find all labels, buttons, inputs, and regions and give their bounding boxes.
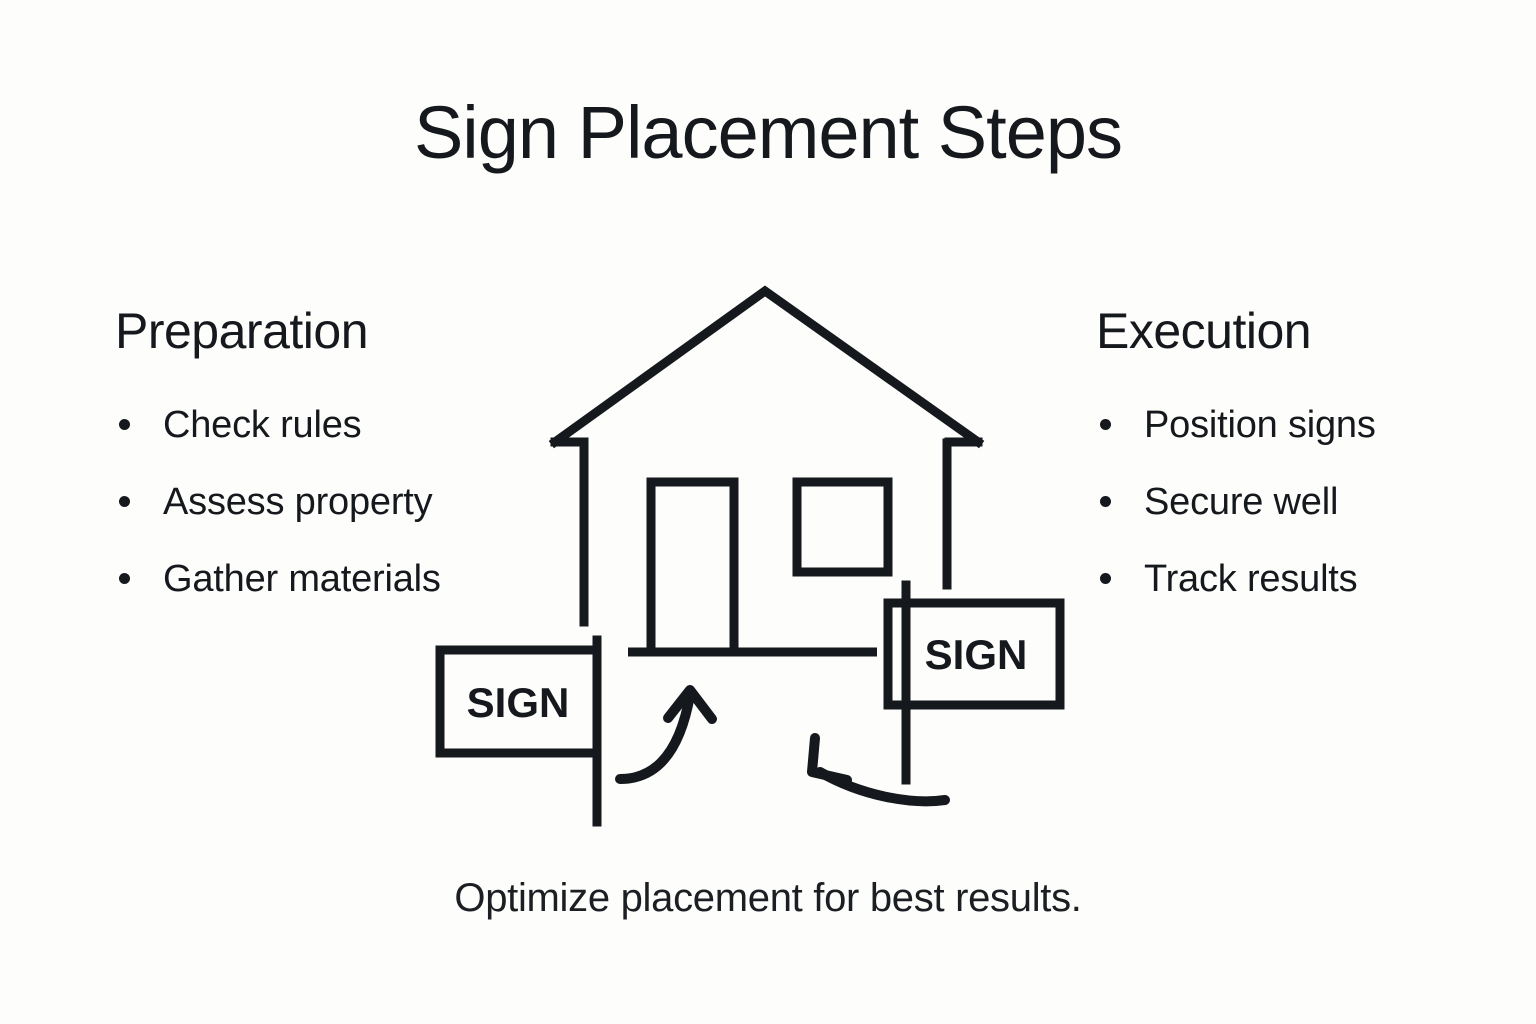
right-sign-board-icon — [883, 598, 1065, 710]
list-item-label: Assess property — [163, 480, 433, 523]
list-item: Position signs — [1096, 406, 1496, 444]
execution-column: Execution Position signs Secure well Tra… — [1096, 305, 1496, 598]
window-icon — [792, 477, 893, 577]
left-arrow-curve-icon — [615, 690, 695, 784]
list-item-label: Track results — [1144, 557, 1358, 600]
list-item: Secure well — [1096, 483, 1496, 521]
preparation-list: Check rules Assess property Gather mater… — [115, 406, 545, 598]
list-item: Check rules — [115, 406, 545, 444]
right-sign-label: SIGN — [925, 631, 1028, 678]
bullet-dot-icon — [119, 572, 130, 584]
left-sign-board-icon — [435, 645, 602, 758]
execution-list: Position signs Secure well Track results — [1096, 406, 1496, 598]
list-item-label: Position signs — [1144, 403, 1376, 446]
preparation-heading: Preparation — [115, 303, 369, 359]
caption: Optimize placement for best results. — [454, 876, 1082, 920]
bullet-dot-icon — [1100, 495, 1111, 507]
bullet-dot-icon — [1100, 572, 1111, 584]
bullet-dot-icon — [1100, 418, 1111, 430]
list-item: Assess property — [115, 483, 545, 521]
list-item-label: Check rules — [163, 403, 362, 446]
left-sign-label: SIGN — [467, 679, 570, 726]
execution-heading: Execution — [1096, 303, 1312, 359]
left-arrow-head-icon — [663, 685, 717, 724]
list-item-label: Secure well — [1144, 480, 1339, 523]
front-door-icon — [646, 477, 739, 657]
house-roof-icon — [548, 285, 985, 449]
preparation-column: Preparation Check rules Assess property … — [115, 305, 545, 598]
list-item: Gather materials — [115, 560, 545, 598]
bullet-dot-icon — [119, 495, 130, 507]
list-item-label: Gather materials — [163, 557, 441, 600]
list-item: Track results — [1096, 560, 1496, 598]
bullet-dot-icon — [119, 418, 130, 430]
page-title: Sign Placement Steps — [413, 91, 1123, 174]
house-illustration: SIGN SIGN — [420, 275, 1080, 845]
right-arrow-head-icon — [807, 733, 852, 785]
